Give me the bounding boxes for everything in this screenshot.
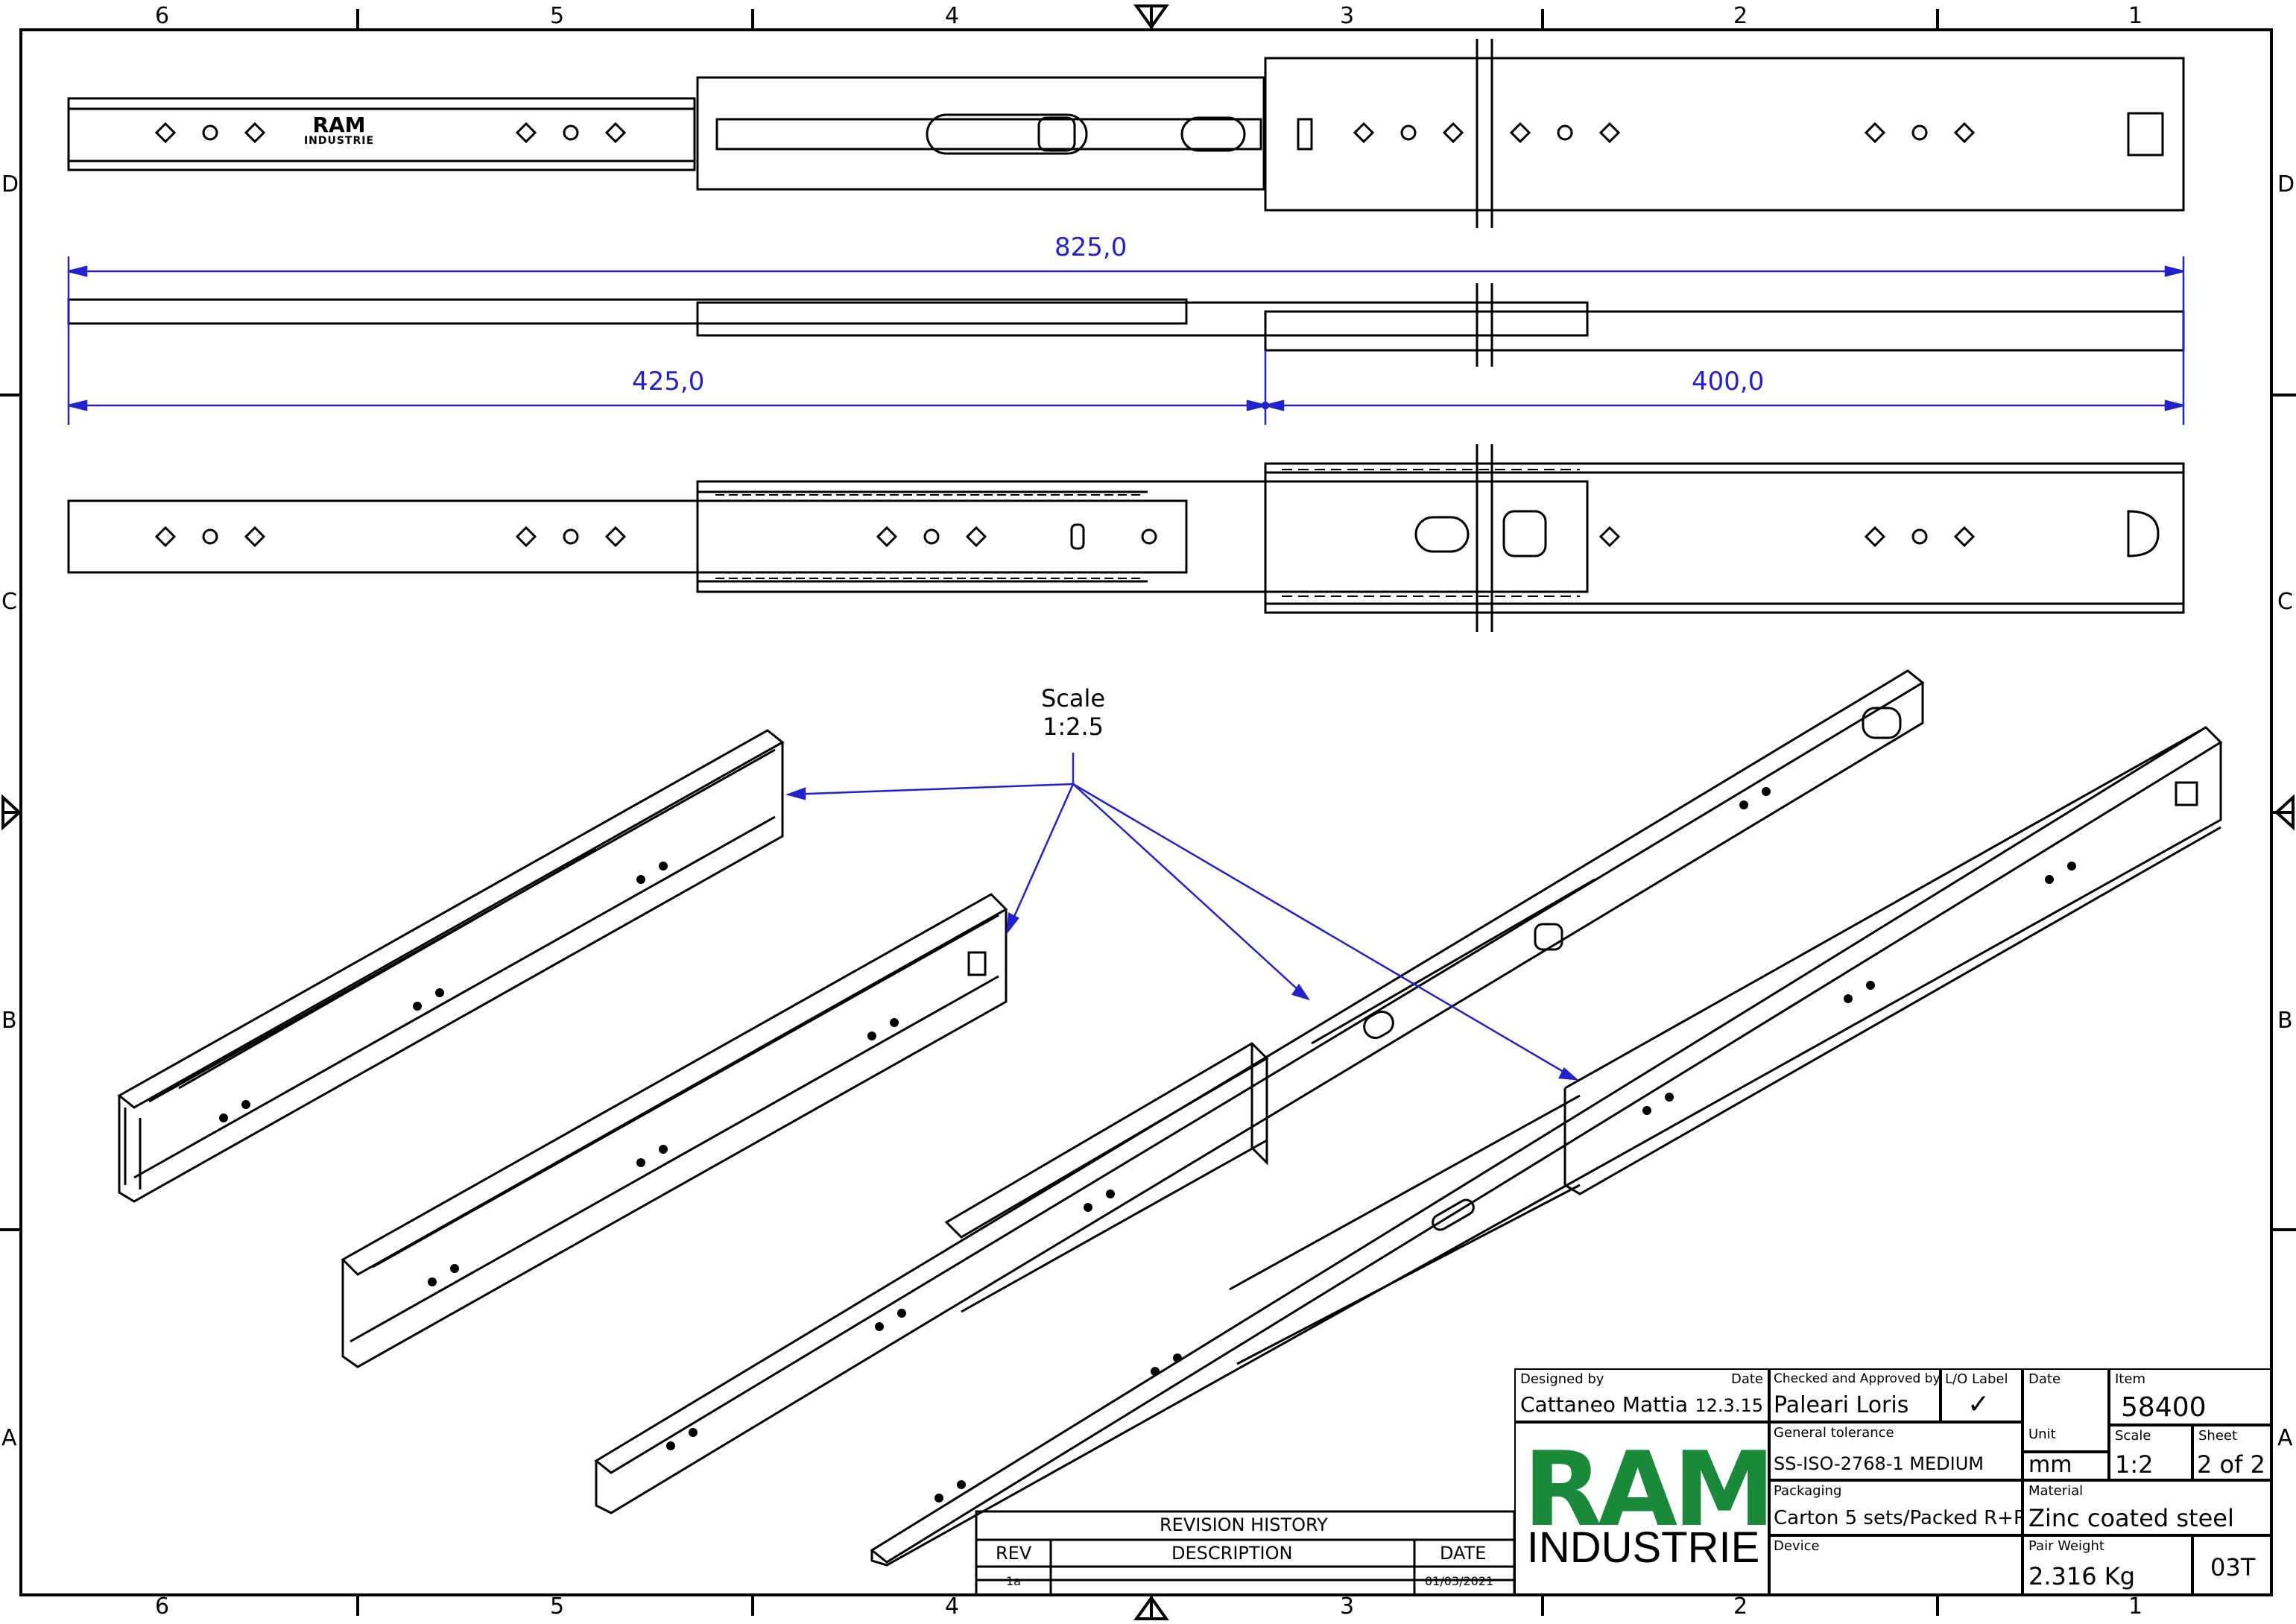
scale-callout: Scale 1:2.5 xyxy=(1028,684,1118,742)
tb-sheet-label: Sheet xyxy=(2198,1428,2238,1444)
iso-middle-member xyxy=(341,893,1008,1368)
rail-logo-top: RAM xyxy=(312,113,366,137)
zone-col-3-bottom: 3 xyxy=(1340,1593,1355,1620)
tb-tolerance: SS-ISO-2768-1 MEDIUM xyxy=(1774,1453,1984,1474)
zone-col-1-top: 1 xyxy=(2128,3,2143,29)
tb-designed-label: Designed by xyxy=(1520,1371,1604,1387)
tb-design-date: 12.3.15 xyxy=(1695,1395,1763,1416)
zone-row-c-right: C xyxy=(2277,589,2293,615)
right-center-mark xyxy=(2271,794,2295,831)
tb-material-cell: Material Zinc coated steel xyxy=(2023,1480,2271,1535)
tb-code: 03T xyxy=(2210,1553,2256,1582)
tb-weight-cell: Pair Weight 2.316 Kg xyxy=(2023,1535,2192,1595)
zone-row-b-right: B xyxy=(2277,1008,2293,1034)
tb-date2-label: Date xyxy=(2028,1371,2061,1387)
tb-checked-by: Paleari Loris xyxy=(1774,1392,1909,1418)
zone-row-d-right: D xyxy=(2277,171,2295,198)
tb-material: Zinc coated steel xyxy=(2028,1504,2234,1532)
tb-date-label: Date xyxy=(1730,1371,1763,1387)
zone-col-6-bottom: 6 xyxy=(155,1593,170,1620)
tb-scale-cell: Scale 1:2 xyxy=(2109,1425,2192,1480)
zone-col-4-bottom: 4 xyxy=(945,1593,960,1620)
dimension-overall: 825,0 xyxy=(1054,233,1128,262)
tb-unit: mm xyxy=(2028,1452,2072,1478)
side-profile xyxy=(67,283,2185,367)
tb-logo-cell: RAM INDUSTRIE xyxy=(1514,1422,1775,1595)
left-center-mark xyxy=(1,794,22,831)
company-logo-ram: RAM xyxy=(1523,1429,1775,1549)
zone-col-6-top: 6 xyxy=(155,3,170,29)
revision-row-rev: 1a xyxy=(1006,1574,1021,1588)
tb-designed-cell: Designed by Date Cattaneo Mattia 12.3.15 xyxy=(1514,1368,1769,1422)
tb-sheet: 2 of 2 xyxy=(2197,1450,2265,1479)
tb-item-cell: Item 58400 xyxy=(2109,1368,2271,1425)
dimension-lines xyxy=(67,256,2185,425)
tb-checked-label: Checked and Approved by xyxy=(1774,1371,1941,1386)
company-logo-industrie: INDUSTRIE xyxy=(1526,1523,1760,1572)
tb-unit-label: Unit xyxy=(2028,1426,2056,1442)
zone-col-2-top: 2 xyxy=(1733,3,1748,29)
revision-row-date: 01/03/2021 xyxy=(1425,1574,1494,1588)
revision-header-description: DESCRIPTION xyxy=(1171,1543,1293,1564)
tb-unit-cell: Unit mm xyxy=(2023,1426,2109,1480)
tb-tolerance-cell: General tolerance SS-ISO-2768-1 MEDIUM xyxy=(1769,1422,2023,1480)
top-view-holes xyxy=(154,121,1976,144)
top-center-mark xyxy=(1133,4,1169,30)
zone-col-5-bottom: 5 xyxy=(550,1593,565,1620)
dimension-left: 425,0 xyxy=(632,367,705,396)
top-view-slide xyxy=(67,39,2185,228)
zone-col-4-top: 4 xyxy=(945,3,960,29)
tb-lo-cell: L/O Label ✓ xyxy=(1941,1368,2023,1422)
zone-col-5-top: 5 xyxy=(550,3,565,29)
tb-item: 58400 xyxy=(2121,1392,2207,1423)
zone-col-1-bottom: 1 xyxy=(2128,1593,2143,1620)
tb-packaging: Carton 5 sets/Packed R+R xyxy=(1774,1507,2028,1529)
bottom-center-mark xyxy=(1133,1595,1169,1620)
tb-checked-cell: Checked and Approved by Paleari Loris xyxy=(1769,1368,1941,1422)
zone-col-2-bottom: 2 xyxy=(1733,1593,1748,1620)
revision-header-date: DATE xyxy=(1440,1543,1487,1564)
zone-row-a-left: A xyxy=(1,1425,17,1451)
tb-scale-label: Scale xyxy=(2115,1428,2151,1444)
iso-assembled-slide xyxy=(594,669,2223,1567)
tb-tolerance-label: General tolerance xyxy=(1774,1425,1894,1441)
tb-lo-check-icon: ✓ xyxy=(1967,1389,1990,1420)
scale-callout-leaders xyxy=(785,753,1579,1081)
scale-callout-value: 1:2.5 xyxy=(1042,713,1104,742)
scale-callout-label: Scale xyxy=(1040,684,1106,713)
ball-bearing-strip xyxy=(715,469,1580,597)
sheet-border xyxy=(19,28,2273,1596)
tb-sheet-cell: Sheet 2 of 2 xyxy=(2192,1425,2271,1480)
tb-weight: 2.316 Kg xyxy=(2028,1562,2136,1590)
tb-date2-cell: Date xyxy=(2023,1368,2109,1452)
rail-logo-bottom: INDUSTRIE xyxy=(303,135,375,147)
tb-code-cell: 03T xyxy=(2192,1535,2271,1595)
zone-row-d-left: D xyxy=(1,171,19,198)
tb-packaging-cell: Packaging Carton 5 sets/Packed R+R xyxy=(1769,1480,2027,1535)
revision-history-title: REVISION HISTORY xyxy=(1160,1514,1328,1535)
revision-header-rev: REV xyxy=(996,1543,1032,1564)
tb-lo-label: L/O Label xyxy=(1945,1371,2008,1387)
zone-col-3-top: 3 xyxy=(1340,3,1355,29)
tb-material-label: Material xyxy=(2028,1483,2084,1499)
iso-inner-member xyxy=(117,729,785,1203)
bottom-view-slide xyxy=(67,444,2185,632)
tb-designed-by: Cattaneo Mattia xyxy=(1520,1392,1689,1417)
tb-device-cell: Device xyxy=(1769,1535,2023,1595)
rail-logo-engraving: RAM INDUSTRIE xyxy=(283,113,395,147)
zone-ticks xyxy=(0,9,2296,1616)
zone-row-b-left: B xyxy=(1,1008,17,1034)
tb-item-label: Item xyxy=(2115,1371,2145,1387)
title-block-frame xyxy=(975,1510,1516,1596)
bottom-view-holes xyxy=(154,525,1976,548)
tb-scale: 1:2 xyxy=(2115,1450,2154,1479)
zone-row-a-right: A xyxy=(2277,1425,2293,1451)
tb-device-label: Device xyxy=(1774,1538,1820,1554)
tb-weight-label: Pair Weight xyxy=(2028,1538,2104,1554)
tb-packaging-label: Packaging xyxy=(1774,1483,1842,1499)
zone-row-c-left: C xyxy=(1,589,17,615)
iso-holes xyxy=(219,787,2076,1503)
dimension-right: 400,0 xyxy=(1692,367,1765,396)
